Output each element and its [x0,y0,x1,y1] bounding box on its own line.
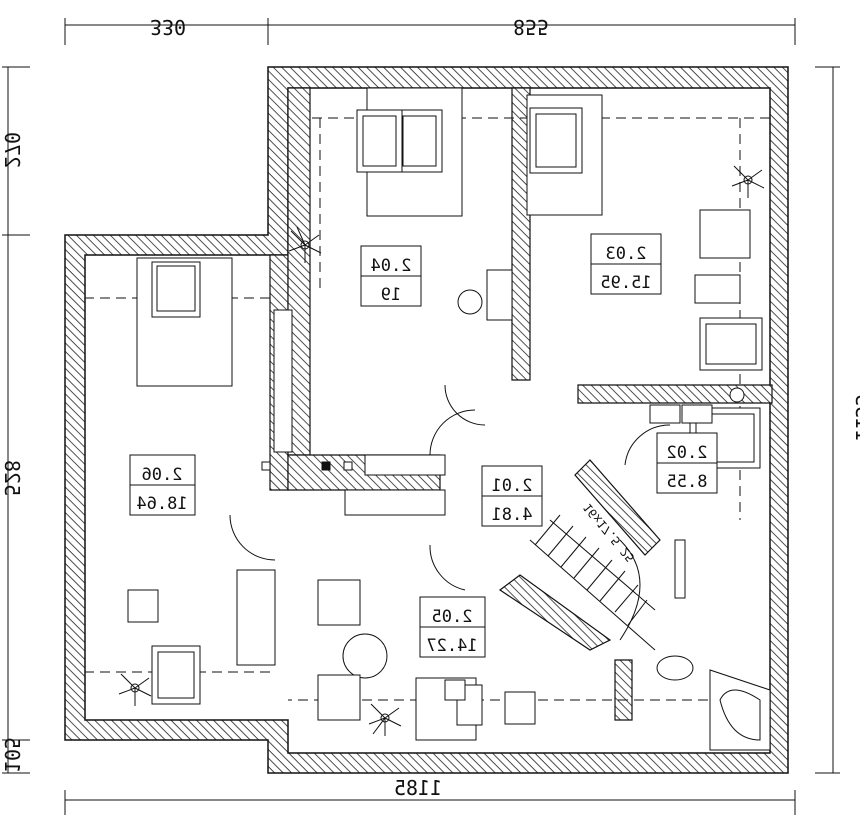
interior-wall-middle [511,87,531,381]
bed-room-203 [526,94,603,216]
room-area: 14.27 [426,636,477,656]
interior-wall-bath [577,384,773,404]
stair-wall-2 [574,459,661,556]
room-id: 2.02 [667,443,708,463]
stair-wall [498,574,612,651]
bath-wall-lower [614,659,633,721]
room-label-206: 2.06 18.64 [129,454,196,516]
stairs [529,514,686,651]
furniture [127,209,763,741]
dim-left-top: 270 [0,132,24,168]
room-label-201: 2.01 4.81 [481,465,543,527]
bed-room-206 [136,257,233,387]
room-label-202: 2.02 8.55 [656,432,718,494]
bed-room-204 [356,87,463,217]
room-area: 8.55 [667,472,708,492]
room-labels: 2.04 19 2.03 15.95 2.06 18.64 2.01 4.81 [129,233,718,658]
dim-left-bottom: 105 [0,737,24,773]
room-area: 4.81 [492,505,533,525]
room-label-203: 2.03 15.95 [590,233,662,295]
room-area: 18.64 [136,494,187,514]
room-id: 2.03 [606,244,647,264]
wall-marks [261,461,353,471]
room-label-205: 2.05 14.27 [419,596,486,658]
room-id: 2.05 [432,607,473,627]
dim-top-left: 330 [150,15,186,39]
room-area: 19 [381,285,401,305]
dim-bottom: 1185 [394,776,442,800]
bathroom-fixtures [649,387,771,751]
plants [118,165,765,736]
room-label-204: 2.04 19 [360,245,422,307]
dim-right: 1155 [851,394,860,442]
doors [229,384,671,591]
room-id: 2.01 [492,476,533,496]
room-id: 2.04 [371,256,412,276]
dimension-lines [2,18,840,815]
dim-left-mid: 528 [0,460,24,496]
room-id: 2.06 [142,465,183,485]
room-area: 15.95 [600,273,651,293]
dim-top-right: 855 [513,15,549,39]
